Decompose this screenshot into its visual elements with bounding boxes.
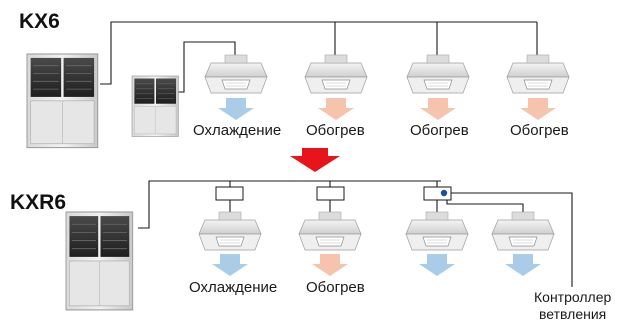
outdoor-unit-icon <box>26 53 99 149</box>
branch-controller-label: Контроллер ветвления <box>534 289 611 323</box>
cassette-unit-icon <box>198 211 262 251</box>
air-flow-arrow-icon <box>505 254 541 276</box>
branch-box-icon <box>316 186 345 201</box>
kx6-title: KX6 <box>19 10 60 33</box>
cassette-unit-icon <box>204 54 268 94</box>
air-flow-arrow-icon <box>318 98 354 120</box>
kx6-unit-3-mode-label: Обогрев <box>410 122 469 139</box>
kxr6-piping <box>138 180 573 287</box>
outdoor-unit-icon <box>65 211 134 311</box>
cassette-unit-icon <box>491 211 555 251</box>
air-flow-arrow-icon <box>212 254 248 276</box>
air-flow-arrow-icon <box>420 98 456 120</box>
kx6-piping <box>100 21 538 93</box>
branch-controller-label-line2: ветвления <box>539 306 607 322</box>
kxr6-title: KXR6 <box>10 191 67 214</box>
cassette-unit-icon <box>304 54 368 94</box>
kxr6-system <box>65 180 573 311</box>
air-flow-arrow-icon <box>520 98 556 120</box>
branch-controller-label-line1: Контроллер <box>534 289 612 305</box>
air-flow-arrow-icon <box>218 98 254 120</box>
kxr6-unit-2-mode-label: Обогрев <box>306 279 365 296</box>
kx6-unit-4-mode-label: Обогрев <box>510 122 569 139</box>
cassette-unit-icon <box>406 54 470 94</box>
air-flow-arrow-icon <box>419 254 455 276</box>
kxr6-unit-1-mode-label: Охлаждение <box>189 279 278 296</box>
kx6-unit-2-mode-label: Обогрев <box>306 122 365 139</box>
air-flow-arrow-icon <box>312 254 348 276</box>
branch-box-icon <box>215 186 244 201</box>
kx6-unit-1-mode-label: Охлаждение <box>193 122 282 139</box>
outdoor-unit-icon <box>131 75 179 137</box>
cassette-unit-icon <box>405 211 469 251</box>
branch-controller-dot-icon <box>440 189 448 197</box>
kx6-system <box>26 21 570 149</box>
transition-arrow-icon <box>290 148 340 172</box>
cassette-unit-icon <box>298 211 362 251</box>
cassette-unit-icon <box>506 54 570 94</box>
